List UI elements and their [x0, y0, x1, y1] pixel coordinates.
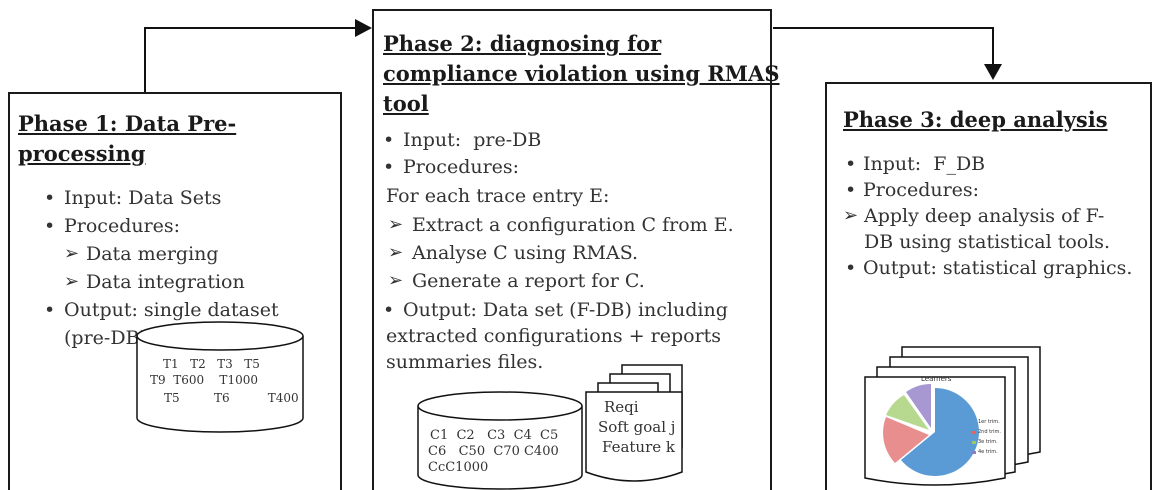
- phase1-title-line2: processing: [18, 141, 146, 166]
- bullet-icon: •: [383, 156, 395, 178]
- phase2-step1: Extract a configuration C from E.: [412, 214, 734, 236]
- phase2-for-each: For each trace entry E:: [386, 185, 610, 207]
- phase2-db-line1: C1 C2 C3 C4 C5: [430, 428, 559, 443]
- arrowhead-phase2: [355, 19, 372, 37]
- phase2-db-line3: CcC1000: [428, 460, 489, 475]
- bullet-icon: •: [845, 257, 857, 279]
- phase1-db-line2: T9 T600 T1000: [150, 373, 258, 387]
- bullet-icon: •: [845, 179, 857, 201]
- bullet-icon: •: [44, 299, 56, 321]
- phase3-title: Phase 3: deep analysis: [843, 107, 1108, 132]
- phase3-output: Output: statistical graphics.: [863, 257, 1133, 279]
- phase2-doc-line2: Soft goal j: [598, 418, 676, 436]
- phase2-step2: Analyse C using RMAS.: [412, 242, 639, 264]
- arrow-bullet-icon: ➢: [64, 271, 80, 292]
- legend-swatch-3: [972, 441, 976, 444]
- pie-slice-4: [906, 384, 931, 428]
- bullet-icon: •: [845, 153, 857, 175]
- legend-swatch-4: [972, 451, 976, 454]
- phase3-step1-line2: DB using statistical tools.: [864, 231, 1111, 253]
- phase3-input: Input: F_DB: [863, 153, 986, 175]
- phase2-db-line2: C6 C50 C70 C400: [428, 444, 559, 459]
- document-stack-icon: [585, 364, 683, 482]
- phase2-title-line2: compliance violation using RMAS: [383, 61, 780, 86]
- pie-slice-2: [883, 417, 929, 463]
- phase1-title-line1: Phase 1: Data Pre-: [18, 111, 237, 136]
- phase2-output-line3: summaries files.: [386, 351, 544, 373]
- arrow-bullet-icon: ➢: [843, 205, 859, 226]
- arrowhead-phase3: [984, 64, 1002, 80]
- legend-label-1: 1er trim.: [978, 419, 1000, 425]
- phase2-doc-line1: Reqi: [604, 398, 639, 416]
- phase2-output-line2: extracted configurations + reports: [386, 325, 722, 347]
- phase1-db-line3: T5 T6 T400: [164, 391, 299, 405]
- phase1-procedures: Procedures:: [64, 215, 181, 237]
- phase3-procedures: Procedures:: [863, 179, 980, 201]
- bullet-icon: •: [383, 129, 395, 151]
- legend-label-2: 2nd trim.: [978, 429, 1001, 435]
- phase2-output-line1: Output: Data set (F-DB) including: [403, 299, 728, 321]
- arrow-bullet-icon: ➢: [388, 214, 404, 235]
- pie-slice-1: [901, 388, 979, 476]
- phase1-step2: Data integration: [86, 271, 245, 293]
- phase1-input: Input: Data Sets: [64, 187, 222, 209]
- legend-swatch-1: [972, 421, 976, 424]
- phase2-title-line1: Phase 2: diagnosing for: [383, 31, 662, 56]
- bullet-icon: •: [44, 187, 56, 209]
- bullet-icon: •: [383, 299, 395, 321]
- phase2-input: Input: pre-DB: [403, 129, 542, 151]
- phase2-step3: Generate a report for C.: [412, 270, 645, 292]
- phase3-step1-line1: Apply deep analysis of F-: [864, 205, 1105, 227]
- database-icon: [417, 391, 583, 490]
- phase2-procedures: Procedures:: [403, 156, 520, 178]
- arrow-bullet-icon: ➢: [388, 242, 404, 263]
- legend-label-4: 4e trim.: [978, 449, 998, 455]
- phase1-db-line1: T1 T2 T3 T5: [163, 357, 260, 371]
- bullet-icon: •: [44, 215, 56, 237]
- arrow-bullet-icon: ➢: [64, 243, 80, 264]
- phase1-output-line2: (pre-DB): [64, 327, 147, 349]
- phase1-step1: Data merging: [86, 243, 219, 265]
- arrow-phase1-to-phase2: [144, 27, 355, 92]
- phase2-title-line3: tool: [383, 91, 429, 116]
- chart-title: Learners: [921, 375, 952, 383]
- pie-slice-3: [886, 395, 929, 430]
- legend-swatch-2: [972, 431, 976, 434]
- phase1-output-line1: Output: single dataset: [64, 299, 279, 321]
- arrow-phase2-to-phase3: [773, 27, 994, 66]
- arrow-bullet-icon: ➢: [388, 270, 404, 291]
- phase2-doc-line3: Feature k: [602, 438, 676, 456]
- pie-chart-icon: [883, 384, 979, 476]
- legend-label-3: 3e trim.: [978, 439, 998, 445]
